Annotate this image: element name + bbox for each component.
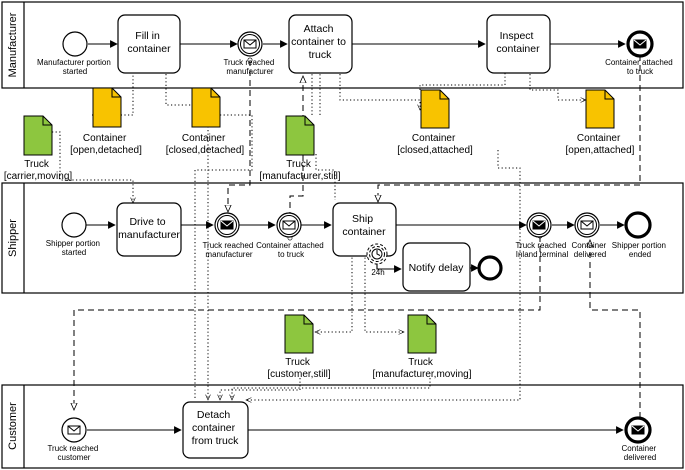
truck-reached-inland-terminal-throw-event[interactable] [526,212,552,238]
task-ship-container[interactable]: Ship container [332,202,397,257]
manufacturer-start-event[interactable] [62,31,88,57]
svg-text:Detach container f: Detach container from truck [192,409,239,447]
task-drive-to-manufacturer[interactable]: Drive to manufacturer [116,202,182,257]
envelope-filled-icon [633,39,647,49]
envelope-icon [282,220,296,230]
notify-end-event[interactable] [477,255,503,281]
shipper-end-event[interactable] [624,211,652,239]
data-object-container-closed-detached[interactable] [191,87,221,128]
envelope-filled-icon [220,220,234,230]
data-object-container-open-detached[interactable] [92,87,122,128]
task-inspect-container[interactable]: Inspect container [486,14,551,74]
truck-reached-customer-start-event[interactable] [61,417,87,443]
shipper-start-label: Shipper portion started [46,239,103,257]
data-object-truck-carrier-moving-label: Truck [carrier,moving] [4,159,73,182]
truck-reached-customer-label: Truck reached customer [47,444,100,462]
container-delivered-end-label: Container delivered [622,444,659,462]
truck-reached-manufacturer-label: Truck reached manufacturer [223,58,276,76]
data-object-container-open-attached[interactable] [585,89,615,129]
task-attach-container-to-truck[interactable]: Attach container to truck [288,14,353,74]
svg-text:Inspect container: Inspect container [496,30,540,55]
data-object-truck-manufacturer-still-label: Truck [manufacturer,still] [259,159,340,182]
data-object-truck-manufacturer-moving-label: Truck [manufacturer,moving] [373,357,472,380]
pool-label-customer: Customer [7,402,19,450]
svg-text:Notify delay: Notify delay [409,262,465,274]
pool-customer: Customer [1,384,684,469]
sequence-flows [86,40,626,434]
data-object-truck-customer-still-label: Truck [customer,still] [267,357,331,380]
envelope-icon [67,425,81,435]
timer-boundary-event[interactable] [366,243,388,265]
envelope-filled-icon [631,425,645,435]
envelope-icon [243,39,257,49]
data-object-container-closed-attached[interactable] [420,89,450,129]
truck-reached-manufacturer-catch-event[interactable] [237,31,263,57]
data-object-container-closed-detached-label: Container [closed,detached] [166,133,245,156]
svg-text:Fill in container: Fill in container [127,30,171,55]
pool-label-manufacturer: Manufacturer [7,12,19,77]
truck-reached-inland-terminal-label: Truck reached Inland terminal [515,241,568,259]
shipper-end-label: Shipper portion ended [612,241,669,259]
container-attached-end-label: Container attached to truck [605,58,675,76]
container-attached-catch-event[interactable] [276,212,302,238]
manufacturer-start-label: Manufacturer portion started [37,58,113,76]
container-attached-catch-label: Container attached to truck [256,241,326,259]
container-attached-end-event[interactable] [626,30,654,58]
data-object-truck-carrier-moving[interactable] [23,115,53,156]
truck-reached-manufacturer-throw-event[interactable] [214,212,240,238]
task-notify-delay[interactable]: Notify delay [402,242,471,292]
data-object-container-open-attached-label: Container [open,attached] [566,133,635,156]
svg-text:Attach container to: Attach container to truck [291,23,349,61]
data-object-truck-customer-still[interactable] [284,314,314,354]
data-object-truck-manufacturer-still[interactable] [285,115,315,156]
timer-label: 24h [371,268,384,277]
task-fill-in-container[interactable]: Fill in container [117,14,181,74]
data-object-container-closed-attached-label: Container [closed,attached] [397,133,473,156]
envelope-filled-icon [532,220,546,230]
container-delivered-end-event[interactable] [624,416,652,444]
clock-icon [371,248,383,260]
task-detach-container-from-truck[interactable]: Detach container from truck [182,401,249,459]
svg-text:Ship container: Ship container [342,213,386,238]
container-delivered-catch-event[interactable] [574,212,600,238]
truck-reached-manufacturer-throw-label: Truck reached manufacturer [202,241,255,259]
data-object-container-open-detached-label: Container [open,detached] [70,133,142,156]
svg-text:Drive to manufacturer: Drive to manufacturer [118,216,180,241]
pool-label-shipper: Shipper [7,219,19,257]
envelope-icon [580,220,594,230]
container-delivered-catch-label: Container delivered [572,241,609,259]
shipper-start-event[interactable] [61,212,87,238]
data-object-truck-manufacturer-moving[interactable] [407,314,437,354]
